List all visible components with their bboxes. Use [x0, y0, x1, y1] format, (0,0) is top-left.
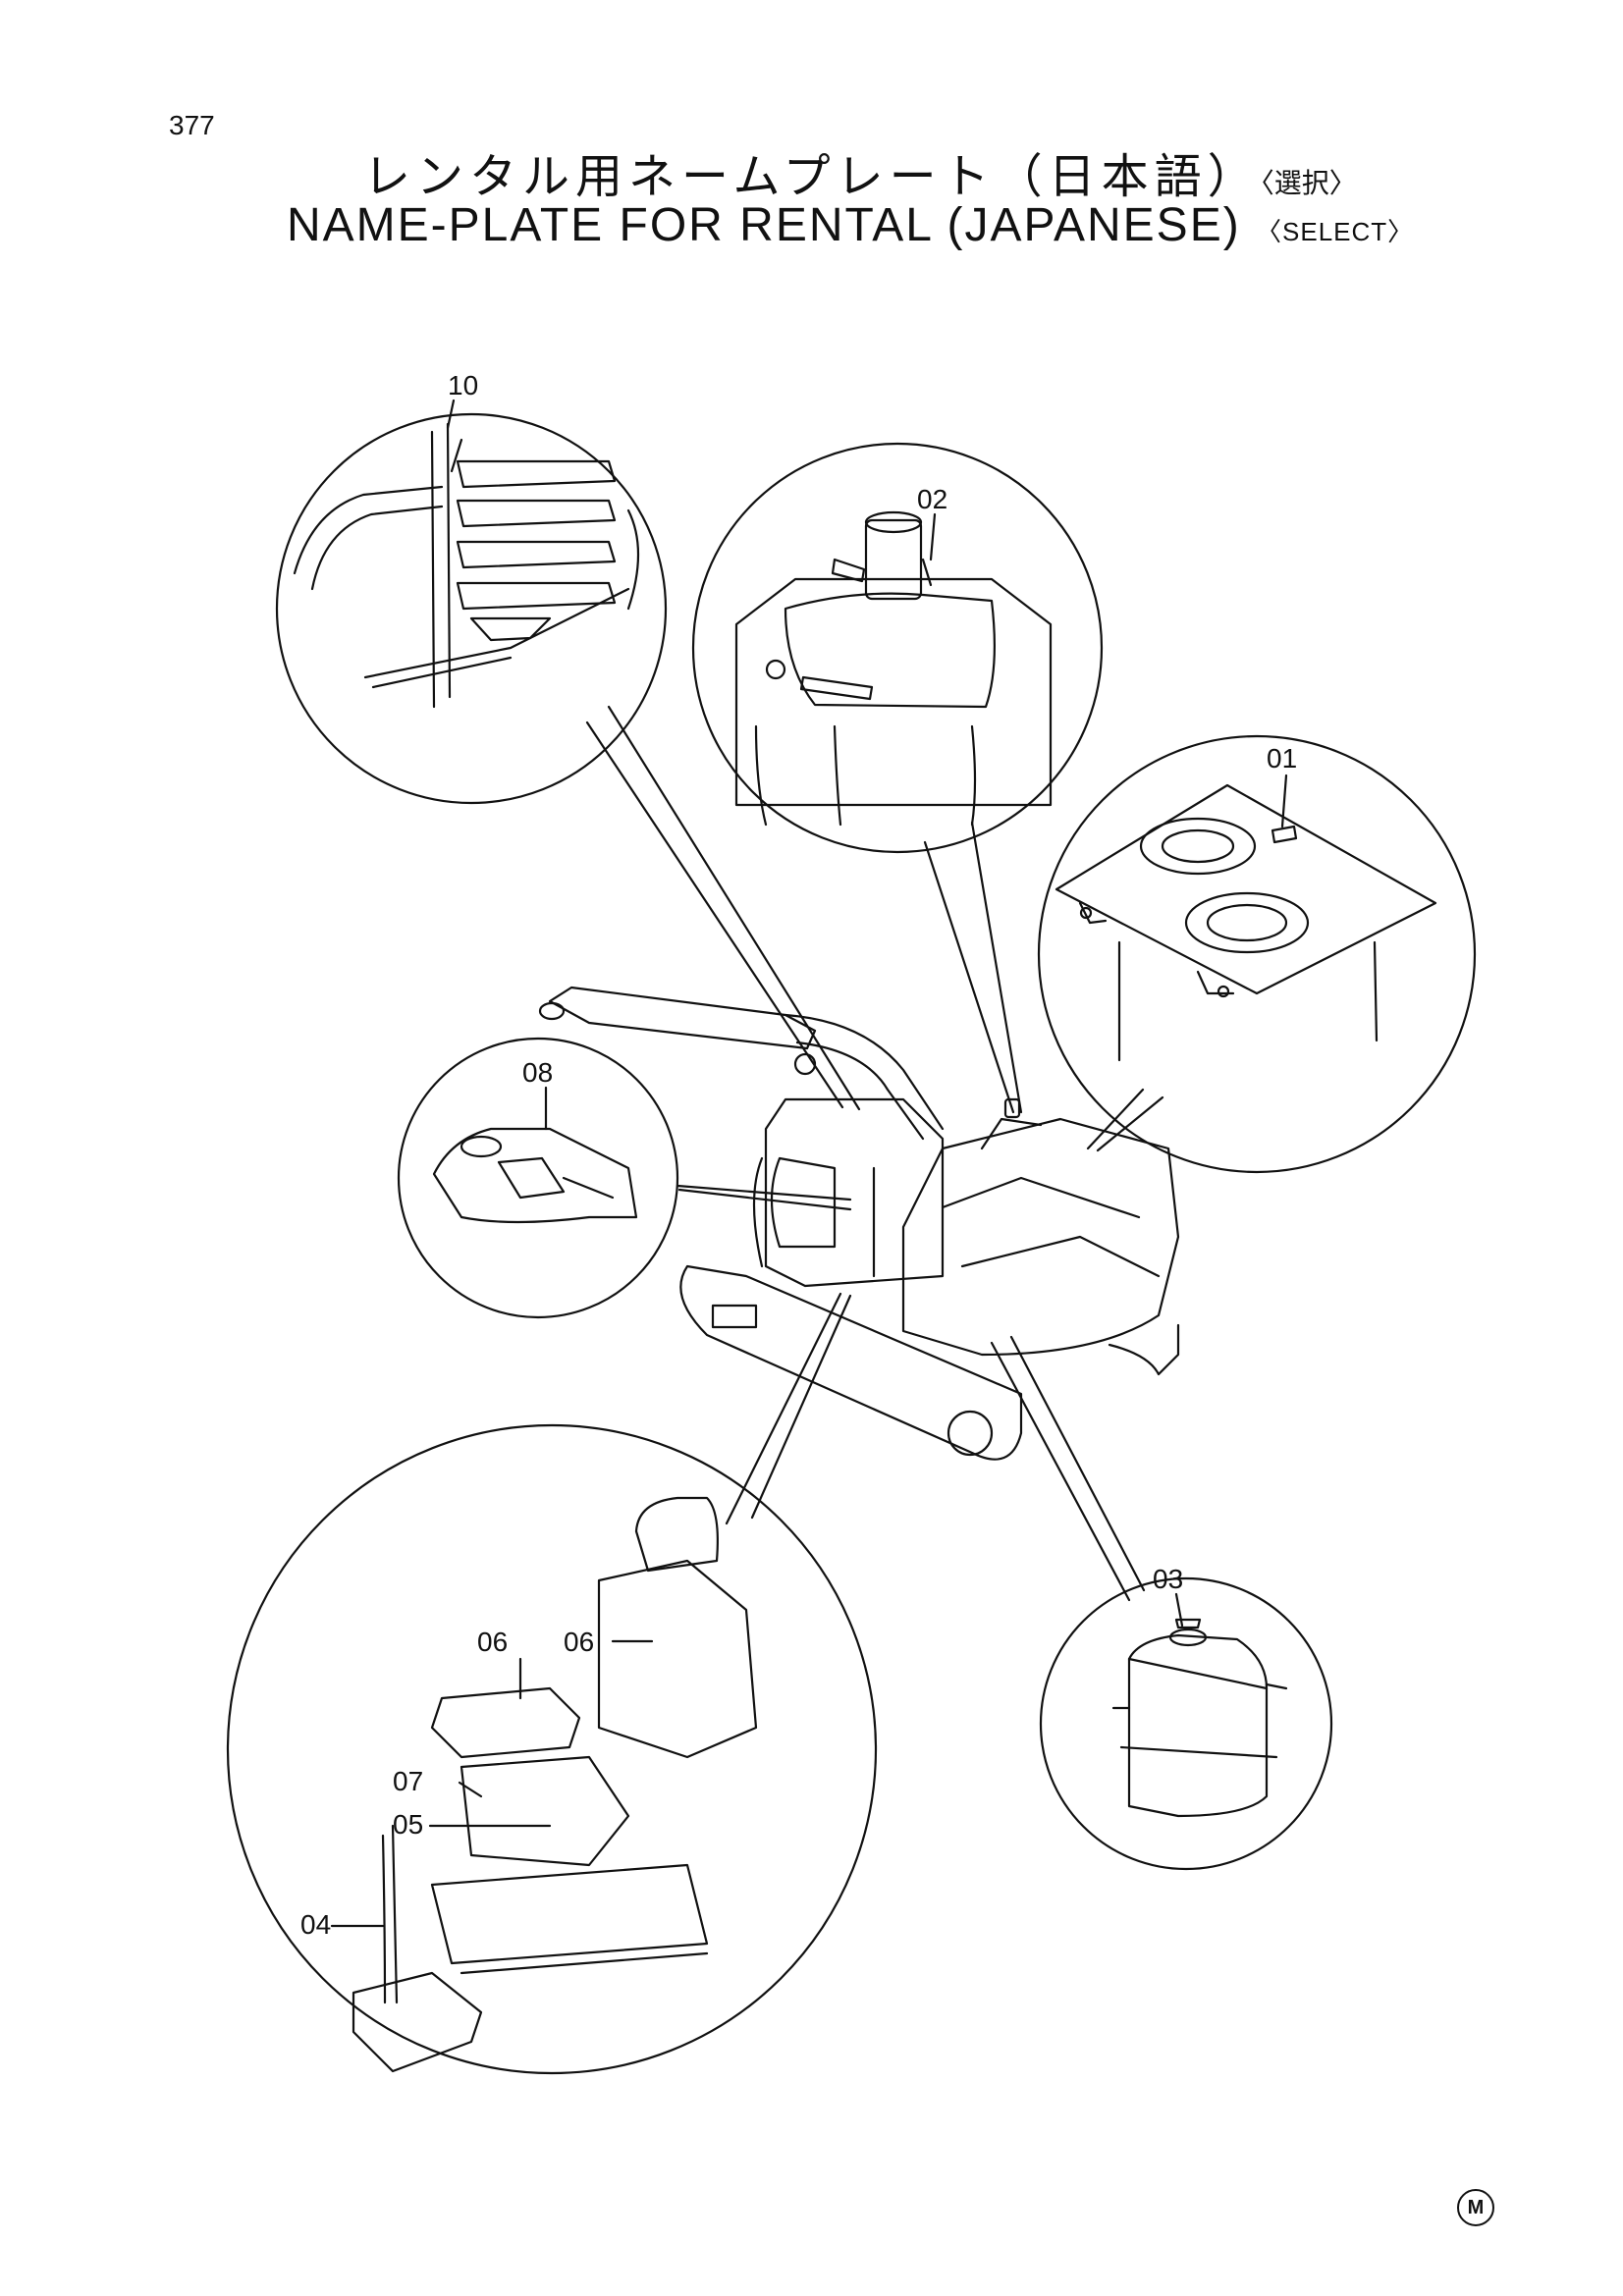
detail-circle-02	[691, 442, 1104, 854]
callout-01: 01	[1267, 743, 1297, 774]
callout-03: 03	[1153, 1564, 1183, 1594]
hood-illustration	[734, 510, 1053, 827]
title-english-text: NAME-PLATE FOR RENTAL (JAPANESE)	[287, 199, 1241, 251]
plate-illustration	[1055, 783, 1437, 1062]
title-japanese: レンタル用ネームプレート（日本語）〈選択〉	[363, 137, 1357, 206]
title-japanese-text: レンタル用ネームプレート（日本語）	[363, 149, 1261, 204]
callout-06-left: 06	[477, 1627, 508, 1657]
seat-illustration	[330, 1496, 758, 2073]
callout-04: 04	[300, 1909, 331, 1940]
leader-03	[1174, 1592, 1184, 1628]
page-number: 377	[169, 110, 215, 140]
callout-08: 08	[522, 1057, 553, 1088]
callout-10: 10	[448, 370, 478, 400]
m-mark-symbol: M	[1457, 2189, 1494, 2226]
title-english: NAME-PLATE FOR RENTAL (JAPANESE) 〈SELECT…	[287, 198, 1414, 252]
detail-circle-seat	[226, 1423, 878, 2075]
leader-01	[1280, 774, 1288, 828]
tank-illustration	[1111, 1618, 1288, 1818]
title-english-tag: 〈SELECT〉	[1256, 217, 1415, 246]
callout-07: 07	[393, 1766, 423, 1796]
detail-circle-01	[1037, 734, 1477, 1174]
leader-02	[929, 512, 937, 561]
excavator-illustration	[538, 986, 1180, 1461]
callout-06-right: 06	[564, 1627, 594, 1657]
detail-circle-03	[1039, 1576, 1333, 1871]
detail-circle-10	[275, 412, 668, 805]
leader-10	[446, 399, 456, 430]
console-illustration	[432, 1127, 638, 1224]
louver-illustration	[293, 422, 640, 709]
detail-circle-08	[397, 1037, 679, 1319]
title-japanese-tag: 〈選択〉	[1260, 167, 1357, 199]
callout-02: 02	[917, 484, 947, 514]
callout-05: 05	[393, 1809, 423, 1840]
leader-lines	[585, 705, 1164, 1602]
